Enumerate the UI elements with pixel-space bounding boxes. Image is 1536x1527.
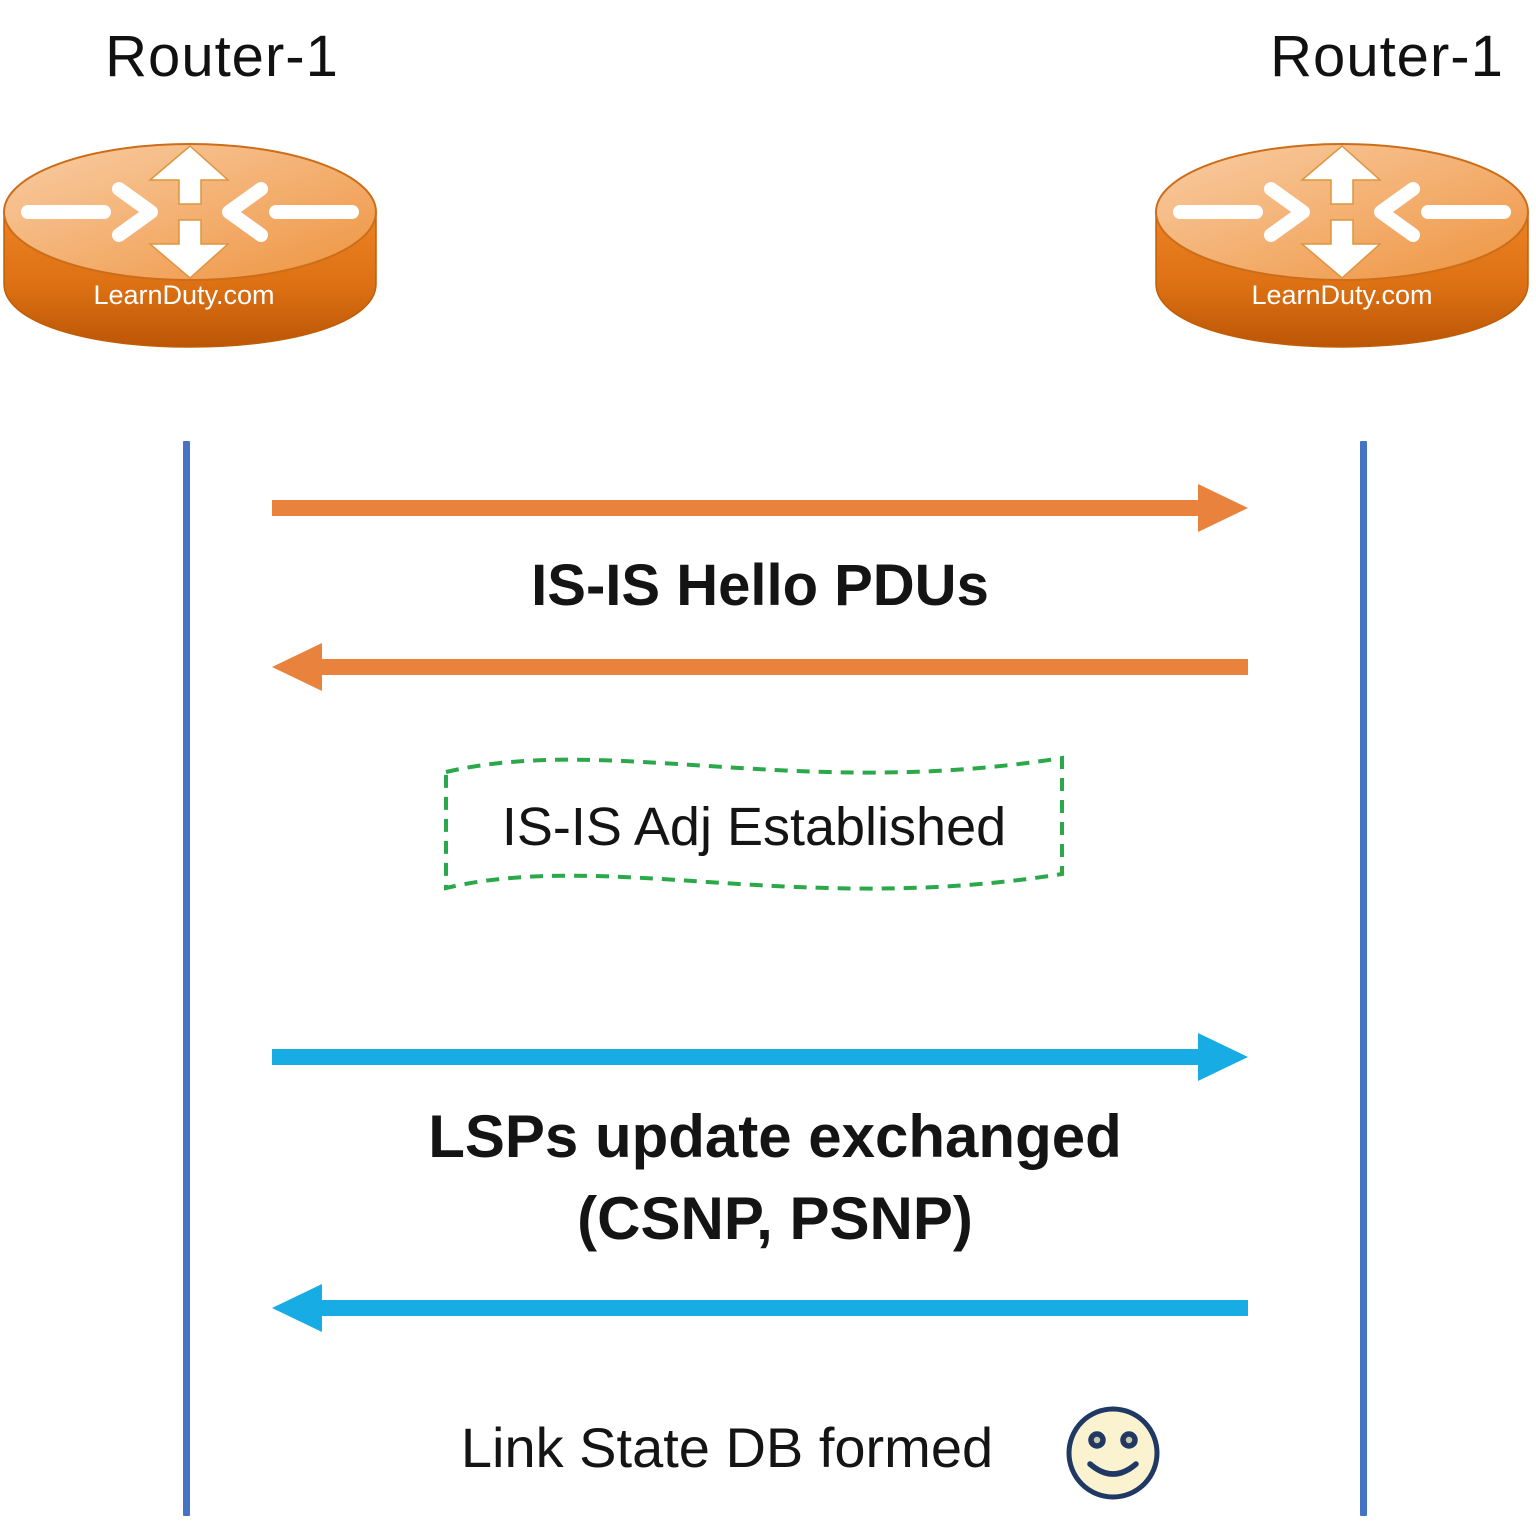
smiley-face-icon: [1066, 1406, 1160, 1500]
lsp-update-line2: (CSNP, PSNP): [577, 1185, 973, 1252]
right-router-icon: LearnDuty.com: [1155, 143, 1529, 348]
hello-pdus-label: IS-IS Hello PDUs: [531, 553, 989, 618]
right-router-title: Router-1: [1270, 24, 1504, 89]
left-router-brand: LearnDuty.com: [93, 280, 274, 310]
router-top: [3, 143, 377, 281]
router-arrows-glyph: [1299, 145, 1382, 279]
hello-arrow-left-icon: [272, 643, 1248, 691]
lsp-arrow-left-icon: [272, 1284, 1248, 1332]
router-arrows-horizontal: [1173, 182, 1511, 242]
lsp-update-line1: LSPs update exchanged: [428, 1103, 1122, 1170]
left-lifeline: [183, 441, 190, 1516]
right-lifeline: [1360, 441, 1367, 1516]
hello-arrow-right-icon: [272, 484, 1248, 532]
router-top: [1155, 143, 1529, 281]
link-state-db-label: Link State DB formed: [460, 1416, 994, 1479]
lsp-arrow-right-icon: [272, 1033, 1248, 1081]
right-router-brand: LearnDuty.com: [1251, 280, 1432, 310]
adjacency-wave-box: [444, 755, 1064, 891]
left-router-icon: LearnDuty.com: [3, 143, 377, 348]
adjacency-label: IS-IS Adj Established: [501, 797, 1007, 857]
router-arrows-horizontal: [21, 182, 359, 242]
router-arrows-glyph: [147, 145, 230, 279]
left-router-title: Router-1: [105, 24, 339, 89]
lsp-update-label: LSPs update exchanged (CSNP, PSNP): [290, 1096, 1260, 1260]
